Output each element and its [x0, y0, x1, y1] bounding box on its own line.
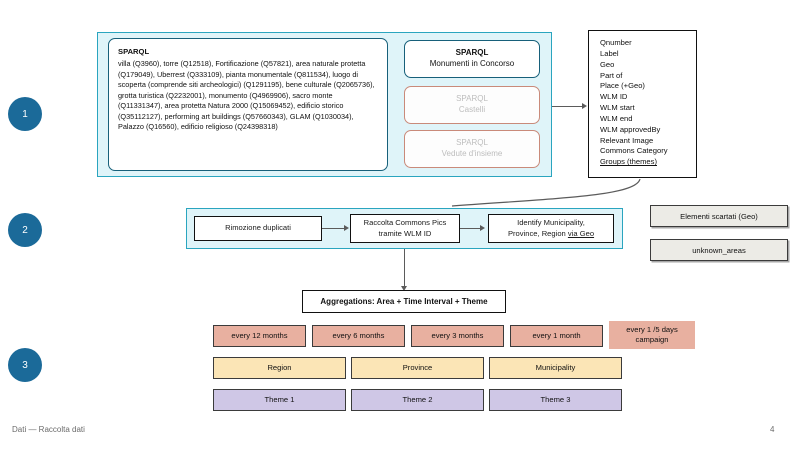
- field-item-part-of: Part of: [600, 70, 623, 80]
- area-2-label: Municipality: [535, 363, 576, 373]
- pipeline-step-rimozione-duplicati[interactable]: Rimozione duplicati: [194, 216, 322, 241]
- time-interval-chip-6-months[interactable]: every 6 months: [312, 325, 405, 347]
- sparql-variant-castelli[interactable]: SPARQL Castelli: [404, 86, 540, 124]
- area-chip-region[interactable]: Region: [213, 357, 346, 379]
- connector-pipeline-1-2: [460, 228, 482, 230]
- aggregations-box: Aggregations: Area + Time Interval + The…: [302, 290, 506, 313]
- field-item-label: Label: [600, 48, 619, 58]
- footer-title: Dati — Raccolta dati: [12, 425, 85, 434]
- pipeline-step-1-label-line2: tramite WLM ID: [378, 228, 432, 238]
- area-0-label: Region: [267, 363, 292, 373]
- time-interval-4-label-line1: every 1 /5 days: [626, 325, 678, 335]
- time-interval-4-label-line2: campaign: [635, 335, 669, 344]
- pipeline-step-2-label-line1: Identify Municipality,: [517, 218, 585, 228]
- time-interval-0-label: every 12 months: [231, 331, 288, 341]
- field-item-wlm-id: WLM ID: [600, 92, 628, 102]
- sparql-variant-1-title: SPARQL: [456, 94, 488, 104]
- field-item-wlm-start: WLM start: [600, 103, 635, 113]
- time-interval-1-label: every 6 months: [332, 331, 385, 341]
- time-interval-2-label: every 3 months: [431, 331, 484, 341]
- theme-1-label: Theme 2: [402, 395, 433, 405]
- connector-pipeline-0-1: [322, 228, 346, 230]
- sparql-variant-2-subtitle: Vedute d'insieme: [441, 149, 503, 158]
- field-item-qnumber: Qnumber: [600, 38, 632, 47]
- step-marker-3-label: 3: [22, 359, 28, 371]
- field-item-wlm-end: WLM end: [600, 113, 633, 123]
- time-interval-chip-campaign[interactable]: every 1 /5 days campaign: [609, 321, 695, 349]
- time-interval-chip-12-months[interactable]: every 12 months: [213, 325, 306, 347]
- side-box-elementi-scartati: Elementi scartati (Geo): [650, 205, 788, 227]
- step-marker-2: 2: [8, 213, 42, 247]
- theme-chip-1[interactable]: Theme 1: [213, 389, 346, 411]
- field-item-groups-themes: Groups (themes): [600, 157, 657, 167]
- aggregations-label: Aggregations: Area + Time Interval + The…: [320, 297, 488, 306]
- sparql-variant-2-title: SPARQL: [456, 138, 488, 148]
- field-item-place: Place (+Geo): [600, 81, 645, 91]
- arrowhead-pipeline-to-aggregations: [401, 286, 407, 291]
- sparql-variant-1-subtitle: Castelli: [458, 105, 486, 114]
- theme-chip-2[interactable]: Theme 2: [351, 389, 484, 411]
- sparql-variant-monumenti-in-concorso[interactable]: SPARQL Monumenti in Concorso: [404, 40, 540, 78]
- area-chip-province[interactable]: Province: [351, 357, 484, 379]
- pipeline-step-1-label-line1: Raccolta Commons Pics: [363, 218, 447, 228]
- arrowhead-sparql-to-fields: [582, 103, 587, 109]
- field-item-commons-category: Commons Category: [600, 146, 668, 156]
- connector-sparql-to-fields: [552, 106, 584, 108]
- field-item-wlm-approvedby: WLM approvedBy: [600, 124, 661, 134]
- theme-chip-3[interactable]: Theme 3: [489, 389, 622, 411]
- field-item-geo: Geo: [600, 59, 615, 69]
- sparql-variant-0-subtitle: Monumenti in Concorso: [429, 59, 515, 68]
- pipeline-step-0-label: Rimozione duplicati: [225, 223, 291, 233]
- field-item-relevant-image: Relevant Image: [600, 135, 654, 145]
- sparql-query-box: SPARQL villa (Q3960), torre (Q12518), Fo…: [108, 38, 388, 171]
- time-interval-chip-3-months[interactable]: every 3 months: [411, 325, 504, 347]
- sparql-variant-vedute-d-insieme[interactable]: SPARQL Vedute d'insieme: [404, 130, 540, 168]
- step-marker-1-label: 1: [22, 108, 28, 120]
- area-1-label: Province: [402, 363, 433, 373]
- footer-page-number: 4: [770, 425, 775, 434]
- sparql-query-body: villa (Q3960), torre (Q12518), Fortifica…: [118, 59, 375, 132]
- theme-0-label: Theme 1: [264, 395, 295, 405]
- side-box-unknown-areas: unknown_areas: [650, 239, 788, 261]
- time-interval-chip-1-month[interactable]: every 1 month: [510, 325, 603, 347]
- area-chip-municipality[interactable]: Municipality: [489, 357, 622, 379]
- side-box-0-label: Elementi scartati (Geo): [680, 211, 758, 221]
- step-marker-1: 1: [8, 97, 42, 131]
- step-marker-3: 3: [8, 348, 42, 382]
- step-marker-2-label: 2: [22, 224, 28, 236]
- pipeline-step-2-label-line2: Province, Region via Geo: [507, 228, 595, 238]
- time-interval-3-label: every 1 month: [532, 331, 581, 341]
- connector-pipeline-to-aggregations: [404, 249, 406, 288]
- theme-2-label: Theme 3: [540, 395, 571, 405]
- sparql-query-header: SPARQL: [118, 47, 150, 56]
- arrowhead-pipeline-1-2: [480, 225, 485, 231]
- side-box-1-label: unknown_areas: [692, 245, 746, 255]
- sparql-variant-0-title: SPARQL: [455, 48, 489, 58]
- pipeline-step-identify-municipality[interactable]: Identify Municipality, Province, Region …: [488, 214, 614, 243]
- fields-output-box: Qnumber Label Geo Part of Place (+Geo) W…: [588, 30, 697, 178]
- arrowhead-pipeline-0-1: [344, 225, 349, 231]
- pipeline-step-raccolta-commons-pics[interactable]: Raccolta Commons Pics tramite WLM ID: [350, 214, 460, 243]
